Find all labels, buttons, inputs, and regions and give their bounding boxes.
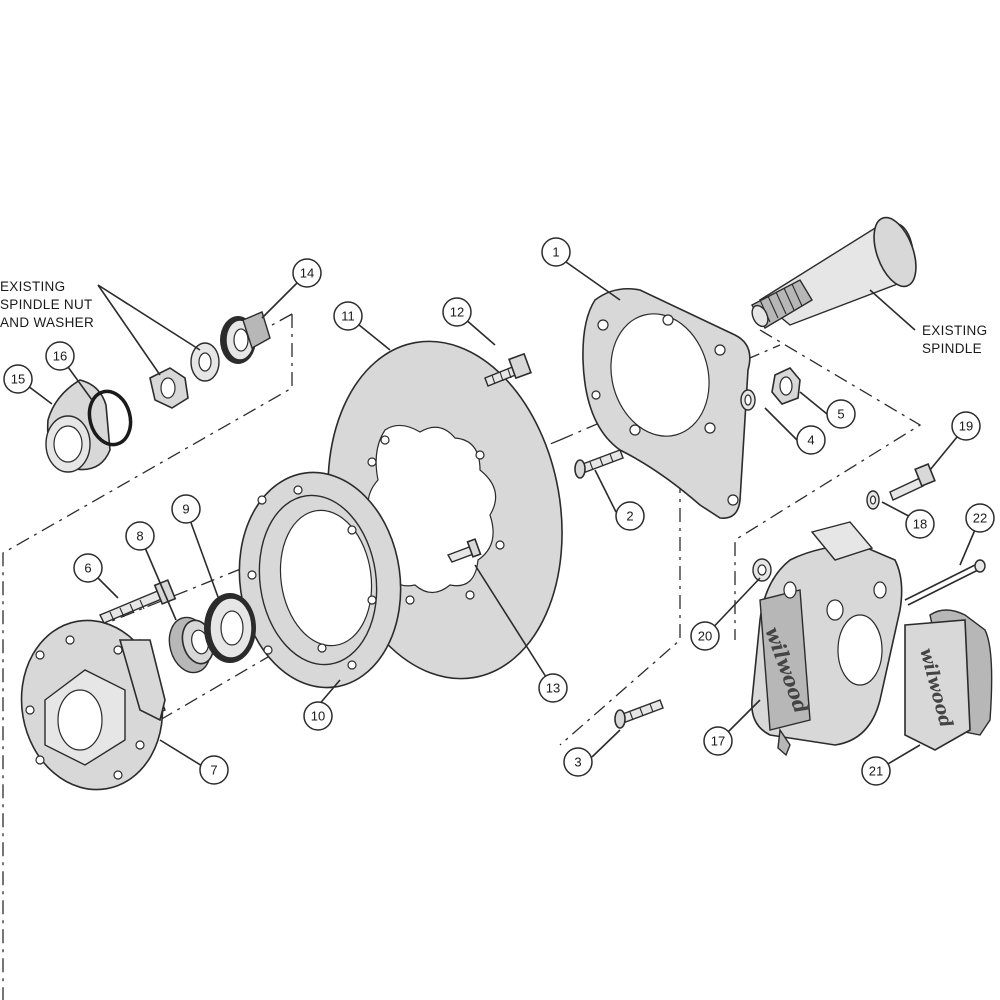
callout-5: 5 [826, 399, 856, 429]
callout-20: 20 [690, 621, 720, 651]
washer-20 [752, 558, 772, 582]
existing-spindle-nut-label: EXISTING SPINDLE NUT AND WASHER [0, 279, 94, 330]
callout-19: 19 [951, 411, 981, 441]
svg-text:1: 1 [552, 245, 559, 260]
callout-1: 1 [541, 237, 571, 267]
caliper-bolt [889, 462, 936, 501]
callout-16: 16 [45, 341, 75, 371]
spindle-washer [190, 342, 220, 382]
svg-text:18: 18 [913, 517, 927, 532]
callout-12: 12 [442, 297, 472, 327]
svg-text:21: 21 [869, 764, 883, 779]
callout-3: 3 [563, 747, 593, 777]
callout-22: 22 [965, 503, 995, 533]
brake-pads: wilwood [904, 609, 993, 751]
svg-text:8: 8 [136, 529, 143, 544]
cotter-pin [904, 559, 986, 606]
svg-text:11: 11 [341, 309, 355, 324]
lock-nut-5 [771, 367, 801, 405]
callout-14: 14 [292, 258, 322, 288]
label-line: EXISTING [0, 279, 65, 294]
bracket-screw [574, 449, 624, 479]
svg-text:6: 6 [84, 561, 91, 576]
callout-8: 8 [125, 521, 155, 551]
svg-text:16: 16 [53, 349, 67, 364]
svg-text:5: 5 [837, 407, 844, 422]
svg-text:7: 7 [210, 763, 217, 778]
hub-bolt [99, 579, 177, 624]
callout-21: 21 [861, 756, 891, 786]
callout-6: 6 [73, 553, 103, 583]
washer-4 [740, 389, 756, 411]
svg-text:17: 17 [711, 734, 725, 749]
wheel-stud [446, 538, 482, 563]
o-ring [87, 389, 133, 447]
callout-13: 13 [538, 673, 568, 703]
leader-lines [19, 261, 981, 772]
svg-text:12: 12 [450, 305, 464, 320]
svg-text:20: 20 [698, 629, 712, 644]
caliper-bracket [582, 287, 751, 519]
caliper-screw [614, 699, 664, 729]
svg-text:19: 19 [959, 419, 973, 434]
svg-text:13: 13 [546, 681, 560, 696]
callout-18: 18 [905, 509, 935, 539]
label-line: SPINDLE [922, 341, 982, 356]
wheel-hub [20, 619, 166, 791]
svg-text:3: 3 [574, 755, 581, 770]
callout-15: 15 [3, 364, 33, 394]
callout-11: 11 [333, 301, 363, 331]
existing-spindle [751, 216, 917, 329]
existing-spindle-label: EXISTING SPINDLE [922, 323, 987, 356]
svg-text:22: 22 [973, 511, 987, 526]
spindle-nut [149, 367, 189, 409]
svg-text:4: 4 [807, 433, 814, 448]
outer-bearing [220, 311, 271, 364]
callout-10: 10 [303, 701, 333, 731]
callout-7: 7 [199, 755, 229, 785]
label-line: SPINDLE NUT [0, 297, 93, 312]
caliper-17: wilwood [751, 521, 903, 757]
label-line: EXISTING [922, 323, 987, 338]
svg-text:9: 9 [182, 502, 189, 517]
svg-text:10: 10 [311, 709, 325, 724]
callout-9: 9 [171, 494, 201, 524]
bracket-bolt [484, 352, 532, 387]
label-line: AND WASHER [0, 315, 94, 330]
dust-cap [45, 379, 111, 473]
callouts: 1 2 3 4 5 6 7 8 9 10 11 12 13 14 15 16 1… [3, 237, 995, 786]
svg-text:15: 15 [11, 372, 25, 387]
callout-4: 4 [796, 425, 826, 455]
callout-17: 17 [703, 726, 733, 756]
svg-text:14: 14 [300, 266, 314, 281]
washer-18 [866, 490, 880, 510]
svg-text:2: 2 [626, 509, 633, 524]
grease-seal [204, 593, 256, 663]
callout-2: 2 [615, 501, 645, 531]
